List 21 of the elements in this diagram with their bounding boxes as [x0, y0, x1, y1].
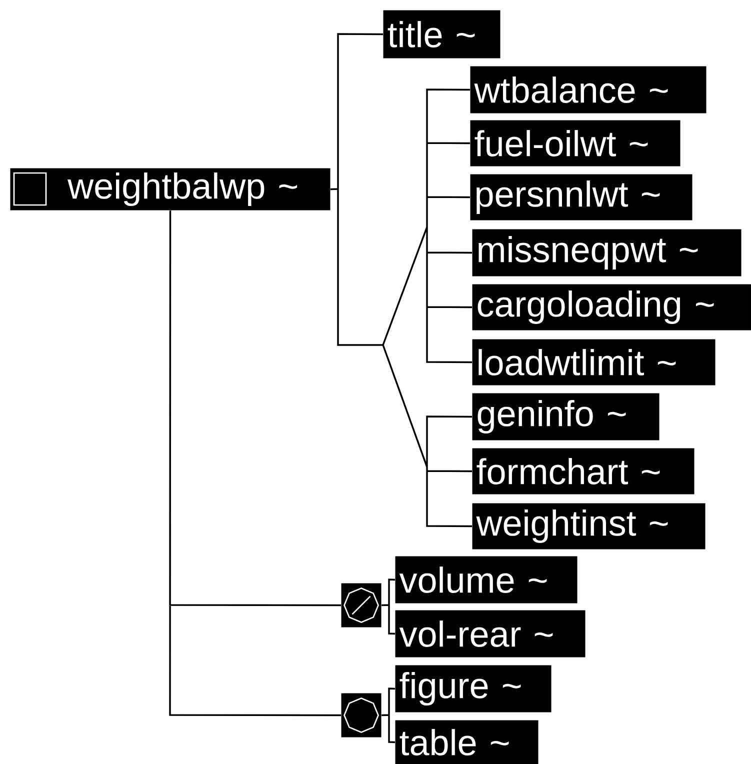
element-box: weightbalwp ~	[10, 168, 330, 210]
element-box: volume ~	[395, 556, 578, 604]
element-box: formchart ~	[472, 448, 694, 494]
connector-line	[380, 688, 396, 744]
element-box: wtbalance ~	[470, 66, 706, 114]
element-box: figure ~	[395, 665, 552, 712]
element-box: table ~	[395, 720, 538, 764]
connector-line	[169, 210, 342, 716]
element-box: persnnlwt ~	[470, 174, 692, 220]
connector-line	[380, 578, 396, 635]
element-box: vol-rear ~	[395, 610, 586, 658]
connector-line	[330, 33, 473, 528]
element-box: title ~	[383, 10, 500, 58]
element-box: weightinst ~	[472, 503, 706, 550]
element-box: fuel-oilwt ~	[470, 120, 680, 166]
element-box: loadwtlimit ~	[472, 339, 716, 386]
connector-symbol	[341, 583, 382, 628]
element-box: cargoloading ~	[472, 284, 751, 330]
element-box: geninfo ~	[472, 393, 660, 440]
connector-symbol	[341, 693, 382, 738]
element-box: missneqpwt ~	[472, 229, 742, 276]
